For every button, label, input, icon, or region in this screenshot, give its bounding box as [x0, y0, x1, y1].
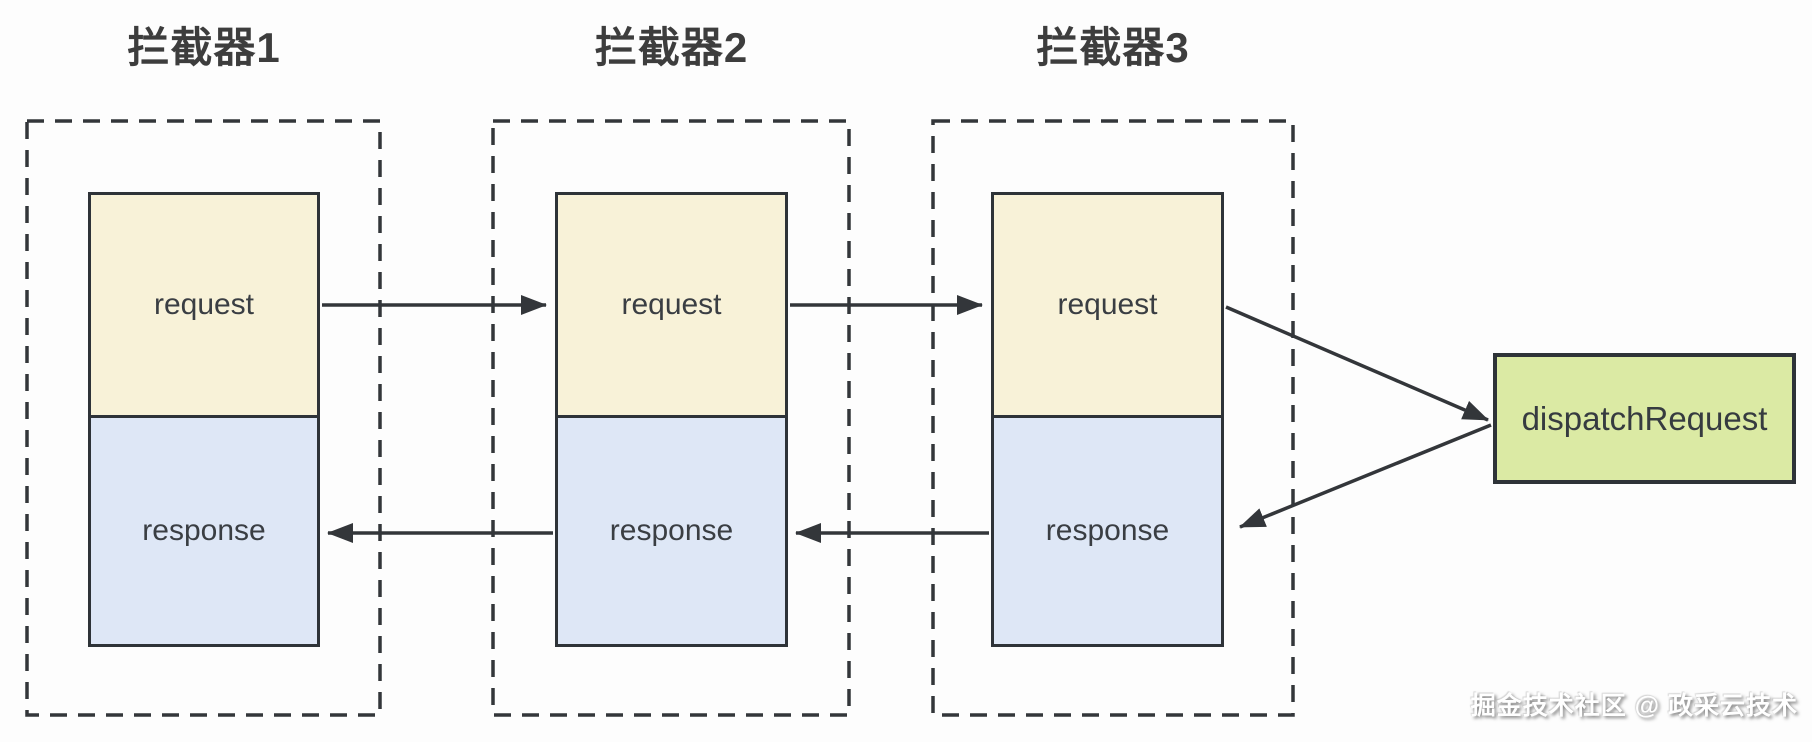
interceptor-1-request-box: request: [88, 192, 320, 418]
interceptor-1-title: 拦截器1: [127, 23, 281, 71]
dispatch-request-box: dispatchRequest: [1493, 353, 1796, 484]
interceptor-1-stack: request response: [88, 192, 320, 647]
dispatch-request-label: dispatchRequest: [1521, 399, 1768, 437]
interceptor-2-stack: request response: [555, 192, 788, 647]
interceptor-2-request-label: request: [621, 288, 722, 321]
interceptor-1-request-label: request: [153, 288, 255, 321]
interceptor-2-request-box: request: [555, 192, 788, 418]
response-arrow-dispatch-to-3: [1239, 423, 1492, 529]
interceptor-2-response-box: response: [555, 415, 788, 647]
interceptor-3-response-label: response: [1045, 514, 1170, 547]
interceptor-3-request-label: request: [1057, 288, 1158, 321]
interceptor-1-response-box: response: [88, 415, 320, 647]
request-arrow-3-to-dispatch: [1225, 305, 1489, 422]
interceptor-1-response-label: response: [142, 514, 266, 547]
interceptor-3-stack: request response: [991, 192, 1224, 647]
watermark-text: 掘金技术社区 @ 政采云技术: [1470, 692, 1798, 720]
interceptor-2-title: 拦截器2: [594, 23, 749, 71]
interceptor-3-response-box: response: [991, 415, 1224, 647]
interceptor-2-response-label: response: [609, 514, 734, 547]
interceptor-3-title: 拦截器3: [1036, 23, 1190, 71]
interceptor-3-request-box: request: [991, 192, 1224, 418]
